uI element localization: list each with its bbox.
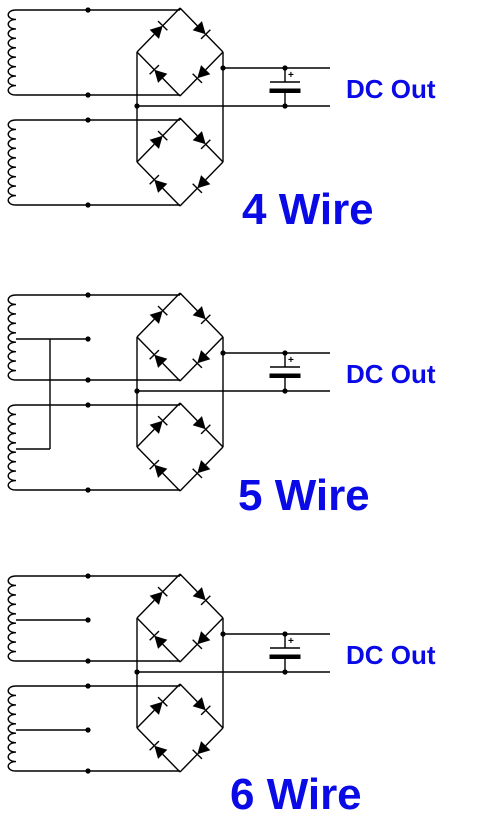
bridge-rectifier-1: [136, 7, 224, 97]
diode-icon: [136, 117, 181, 163]
dc-out-label-5wire: DC Out: [346, 359, 436, 389]
junction-dot: [85, 683, 91, 689]
title-5-wire: 5 Wire: [238, 471, 370, 520]
coil-2: [7, 119, 17, 206]
coil-2: [7, 685, 17, 772]
title-4-wire: 4 Wire: [242, 185, 374, 234]
junction-dot: [85, 117, 91, 123]
junction-dot: [85, 7, 91, 13]
diode-icon: [179, 7, 224, 53]
dc-out-label-6wire: DC Out: [346, 640, 436, 670]
title-6-wire: 6 Wire: [230, 770, 362, 819]
diode-icon: [179, 292, 224, 338]
diode-icon: [179, 727, 224, 773]
coil-1: [7, 575, 17, 662]
junction-dot: [85, 202, 91, 208]
junction-dot: [220, 350, 226, 356]
diode-icon: [136, 683, 181, 729]
diode-icon: [136, 7, 181, 53]
capacitor-polarity-mark: +: [288, 636, 294, 647]
panel-6wire: +: [7, 573, 330, 774]
panel-5wire: +: [7, 292, 330, 493]
diode-icon: [136, 446, 181, 492]
bridge-rectifier-1: [136, 292, 224, 382]
diode-icon: [136, 727, 181, 773]
junction-dot: [134, 388, 140, 394]
bridge-rectifier-2: [136, 683, 224, 773]
coil-1: [7, 9, 17, 96]
capacitor-icon: +: [269, 68, 301, 106]
diode-icon: [179, 617, 224, 663]
dc-out-label-4wire: DC Out: [346, 74, 436, 104]
diode-icon: [136, 336, 181, 382]
capacitor-polarity-mark: +: [288, 70, 294, 81]
bridge-rectifier-2: [136, 117, 224, 207]
diode-icon: [136, 161, 181, 207]
capacitor-icon: +: [269, 634, 301, 672]
junction-dot: [220, 631, 226, 637]
diode-icon: [136, 292, 181, 338]
diode-icon: [179, 446, 224, 492]
panel-4wire: +: [7, 7, 330, 208]
bridge-rectifier-1: [136, 573, 224, 663]
diode-icon: [179, 573, 224, 619]
junction-dot: [85, 92, 91, 98]
diode-icon: [136, 402, 181, 448]
bridge-rectifier-2: [136, 402, 224, 492]
capacitor-icon: +: [269, 353, 301, 391]
junction-dot: [85, 292, 91, 298]
coil-2: [7, 404, 17, 491]
diode-icon: [136, 51, 181, 97]
junction-dot: [85, 402, 91, 408]
junction-dot: [85, 377, 91, 383]
junction-dot: [85, 487, 91, 493]
junction-dot: [85, 573, 91, 579]
junction-dot: [85, 336, 91, 342]
junction-dot: [85, 768, 91, 774]
diode-icon: [179, 117, 224, 163]
junction-dot: [85, 658, 91, 664]
diode-icon: [136, 617, 181, 663]
junction-dot: [134, 103, 140, 109]
junction-dot: [220, 65, 226, 71]
diode-icon: [136, 573, 181, 619]
coil-1: [7, 294, 17, 381]
diode-icon: [179, 402, 224, 448]
junction-dot: [85, 727, 91, 733]
capacitor-polarity-mark: +: [288, 355, 294, 366]
junction-dot: [134, 669, 140, 675]
diode-icon: [179, 336, 224, 382]
diode-icon: [179, 51, 224, 97]
junction-dot: [85, 617, 91, 623]
diode-icon: [179, 683, 224, 729]
diode-icon: [179, 161, 224, 207]
